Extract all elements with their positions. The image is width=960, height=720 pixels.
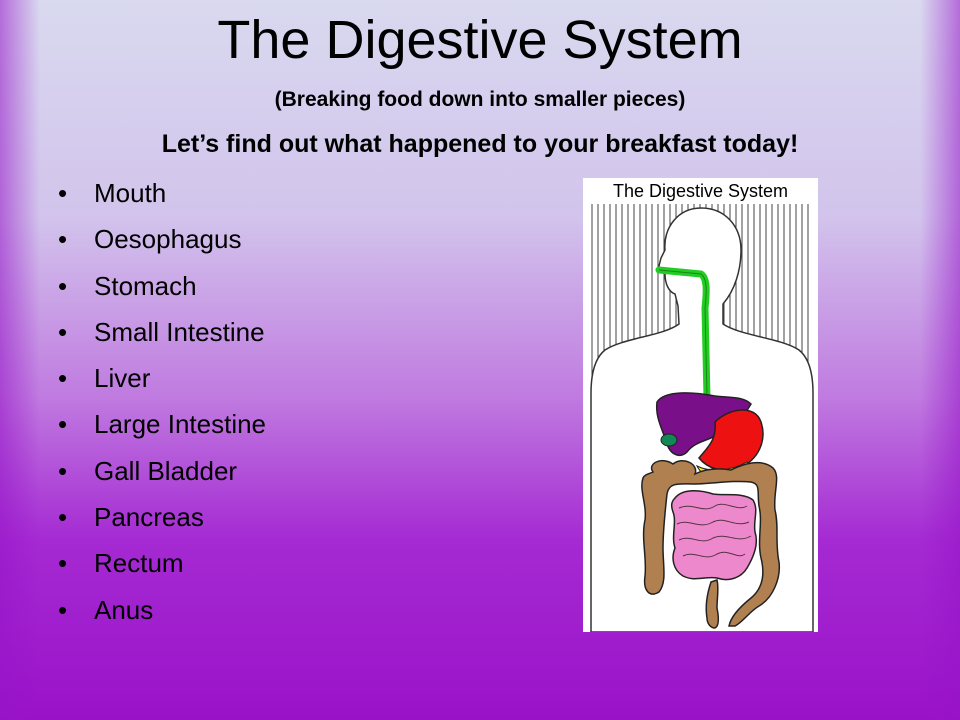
- list-item: • Rectum: [58, 540, 266, 586]
- organ-label: Oesophagus: [94, 224, 242, 255]
- gall-bladder: [660, 433, 678, 447]
- bullet-icon: •: [58, 409, 68, 440]
- bullet-icon: •: [58, 270, 68, 301]
- list-item: • Gall Bladder: [58, 448, 266, 494]
- list-item: • Small Intestine: [58, 309, 266, 355]
- background-glow-right: [920, 0, 960, 720]
- anatomy-illustration: [590, 204, 814, 632]
- organ-list: • Mouth • Oesophagus • Stomach • Small Intes…: [58, 170, 266, 633]
- bullet-icon: •: [58, 548, 68, 579]
- bullet-icon: •: [58, 316, 68, 347]
- diagram-title: The Digestive System: [612, 181, 789, 201]
- bullet-icon: •: [58, 455, 68, 486]
- rectum: [705, 579, 720, 629]
- organ-label: Stomach: [94, 270, 197, 301]
- organ-label: Pancreas: [94, 502, 204, 533]
- list-item: • Large Intestine: [58, 401, 266, 447]
- bullet-icon: •: [58, 178, 68, 208]
- list-item: • Oesophagus: [58, 216, 266, 262]
- organ-label: Large Intestine: [94, 409, 267, 440]
- organ-label: Rectum: [94, 548, 184, 579]
- small-intestine-folds: [676, 503, 752, 558]
- list-item: • Mouth: [58, 170, 266, 216]
- organ-label: Mouth: [94, 178, 167, 208]
- slide-headline: Let’s find out what happened to your bre…: [161, 130, 799, 158]
- large-intestine: [641, 460, 781, 627]
- organ-label: Small Intestine: [94, 316, 265, 347]
- list-item: • Liver: [58, 355, 266, 401]
- bullet-icon: •: [58, 224, 68, 255]
- digestive-system-diagram: The Digestive System: [583, 178, 818, 632]
- background-glow-left: [0, 0, 40, 720]
- bullet-icon: •: [58, 502, 68, 533]
- list-item: • Stomach: [58, 263, 266, 309]
- small-intestine: [670, 490, 758, 581]
- list-item: • Anus: [58, 587, 266, 633]
- bullet-icon: •: [58, 363, 68, 394]
- slide-title: The Digestive System: [217, 10, 743, 70]
- organ-label: Anus: [94, 594, 154, 625]
- organ-label: Gall Bladder: [94, 455, 238, 486]
- slide-subtitle: (Breaking food down into smaller pieces): [274, 88, 686, 111]
- list-item: • Pancreas: [58, 494, 266, 540]
- organ-label: Liver: [94, 363, 151, 394]
- bullet-icon: •: [58, 594, 68, 625]
